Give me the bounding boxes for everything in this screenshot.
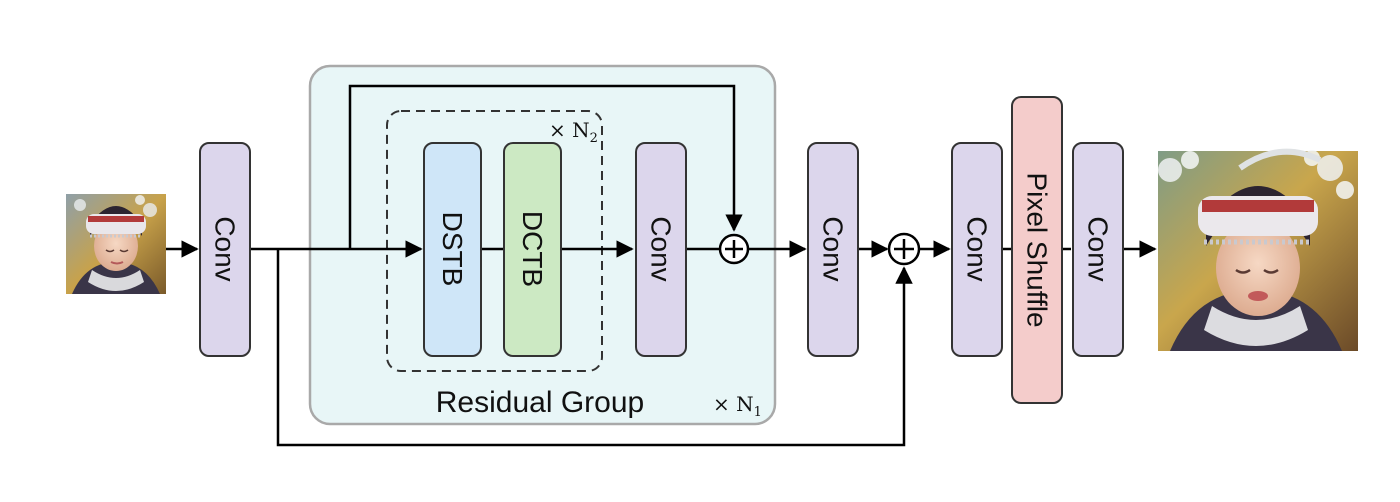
conv-in-block [199,142,251,357]
conv-in-label: Conv [210,216,241,281]
input-image [66,194,166,294]
add-node-group [718,233,750,265]
arrow-long-skip [276,249,913,447]
dctb-block [503,142,562,357]
add-node-global [887,232,921,266]
connections [166,84,1157,447]
output-image [1158,148,1358,351]
conv-out-label: Conv [1083,216,1114,281]
conv-group-block [635,142,687,357]
dctb-label: DCTB [517,211,548,287]
conv-pre-upsample-block [951,142,1003,357]
group-repeat-label: × N1 [713,392,762,420]
conv-out-block [1072,142,1124,357]
conv-after-group-label: Conv [818,216,849,281]
conv-pre-upsample-label: Conv [962,216,993,281]
arrow-group-skip [348,84,743,249]
conv-after-group-block [807,142,859,357]
dstb-label: DSTB [437,212,468,287]
dstb-block [423,142,482,357]
inner-repeat-label: × N2 [549,118,598,146]
pixel-shuffle-block [1011,96,1063,404]
conv-group-label: Conv [646,216,677,281]
pixel-shuffle-label: Pixel Shuffle [1022,172,1053,327]
residual-group-label: Residual Group [436,386,644,419]
inner-loop-box [386,110,603,372]
